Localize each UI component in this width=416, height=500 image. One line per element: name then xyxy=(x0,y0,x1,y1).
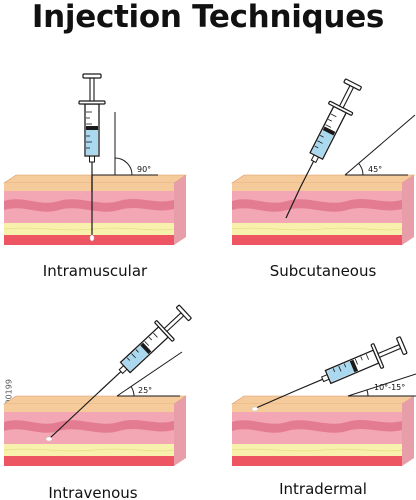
label-intravenous: Intravenous xyxy=(48,484,137,500)
page-title: Injection Techniques xyxy=(31,0,385,35)
label-intradermal: Intradermal xyxy=(279,480,367,498)
angle-indicator xyxy=(347,373,416,397)
angle-indicator xyxy=(116,351,183,397)
skin-layers xyxy=(231,174,415,246)
angle-label-intradermal: 10°-15° xyxy=(374,383,405,392)
skin-layers xyxy=(3,174,187,246)
angle-label-intravenous: 25° xyxy=(138,386,152,395)
label-subcutaneous: Subcutaneous xyxy=(270,262,377,280)
panel-intravenous xyxy=(3,301,195,467)
syringe-icon xyxy=(78,73,106,193)
panel-intramuscular xyxy=(3,73,187,246)
angle-indicator xyxy=(92,112,158,176)
angle-label-intramuscular: 90° xyxy=(137,165,151,174)
label-intramuscular: Intramuscular xyxy=(43,262,148,280)
skin-layers xyxy=(3,395,187,467)
panel-intradermal xyxy=(231,332,416,467)
angle-indicator xyxy=(344,114,416,176)
angle-label-subcutaneous: 45° xyxy=(368,165,382,174)
panel-subcutaneous xyxy=(231,76,416,246)
syringe-icon xyxy=(289,332,410,404)
